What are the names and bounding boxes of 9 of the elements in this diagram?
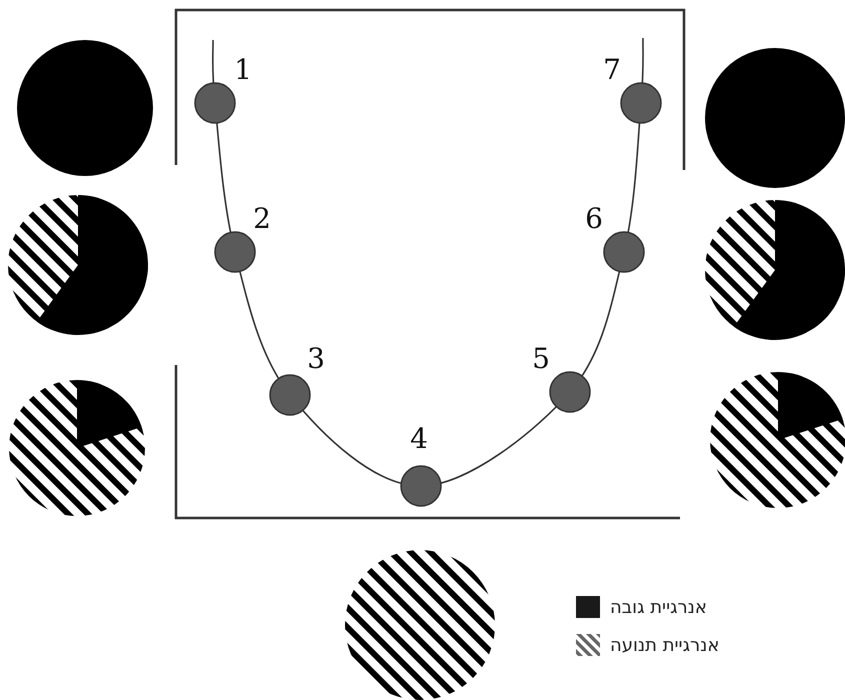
position-number: 2 <box>253 205 271 233</box>
position-number: 6 <box>585 205 603 233</box>
legend-text: אנרגיית גובה <box>610 596 707 618</box>
position-number: 4 <box>410 425 428 453</box>
legend-text: אנרגיית תנועה <box>610 634 720 656</box>
position-number: 1 <box>234 56 252 84</box>
position-number: 3 <box>307 345 325 373</box>
position-number: 5 <box>532 345 550 373</box>
position-number: 7 <box>603 56 621 84</box>
